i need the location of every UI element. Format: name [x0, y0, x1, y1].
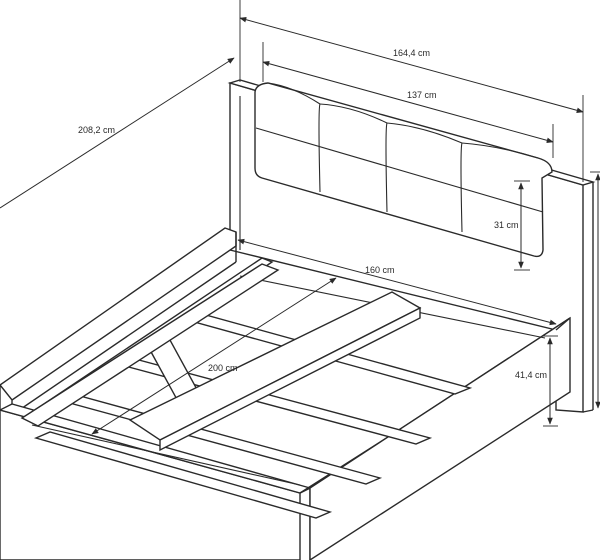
dim-mattress-length	[91, 277, 337, 435]
label-cushion-height: 31 cm	[494, 220, 519, 230]
label-mattress-length: 200 cm	[208, 363, 238, 373]
dim-overall-height	[590, 171, 600, 409]
dim-side-height	[543, 335, 558, 427]
dim-overall-length	[0, 57, 235, 209]
label-overall-length: 208,2 cm	[78, 125, 115, 135]
dim-headboard-width	[262, 42, 554, 158]
label-headboard-width: 137 cm	[407, 90, 437, 100]
label-mattress-width: 160 cm	[365, 265, 395, 275]
dim-mattress-width	[237, 238, 557, 326]
label-overall-width: 164,4 cm	[393, 48, 430, 58]
label-side-height: 41,4 cm	[515, 370, 547, 380]
dim-cushion-height	[514, 180, 530, 271]
